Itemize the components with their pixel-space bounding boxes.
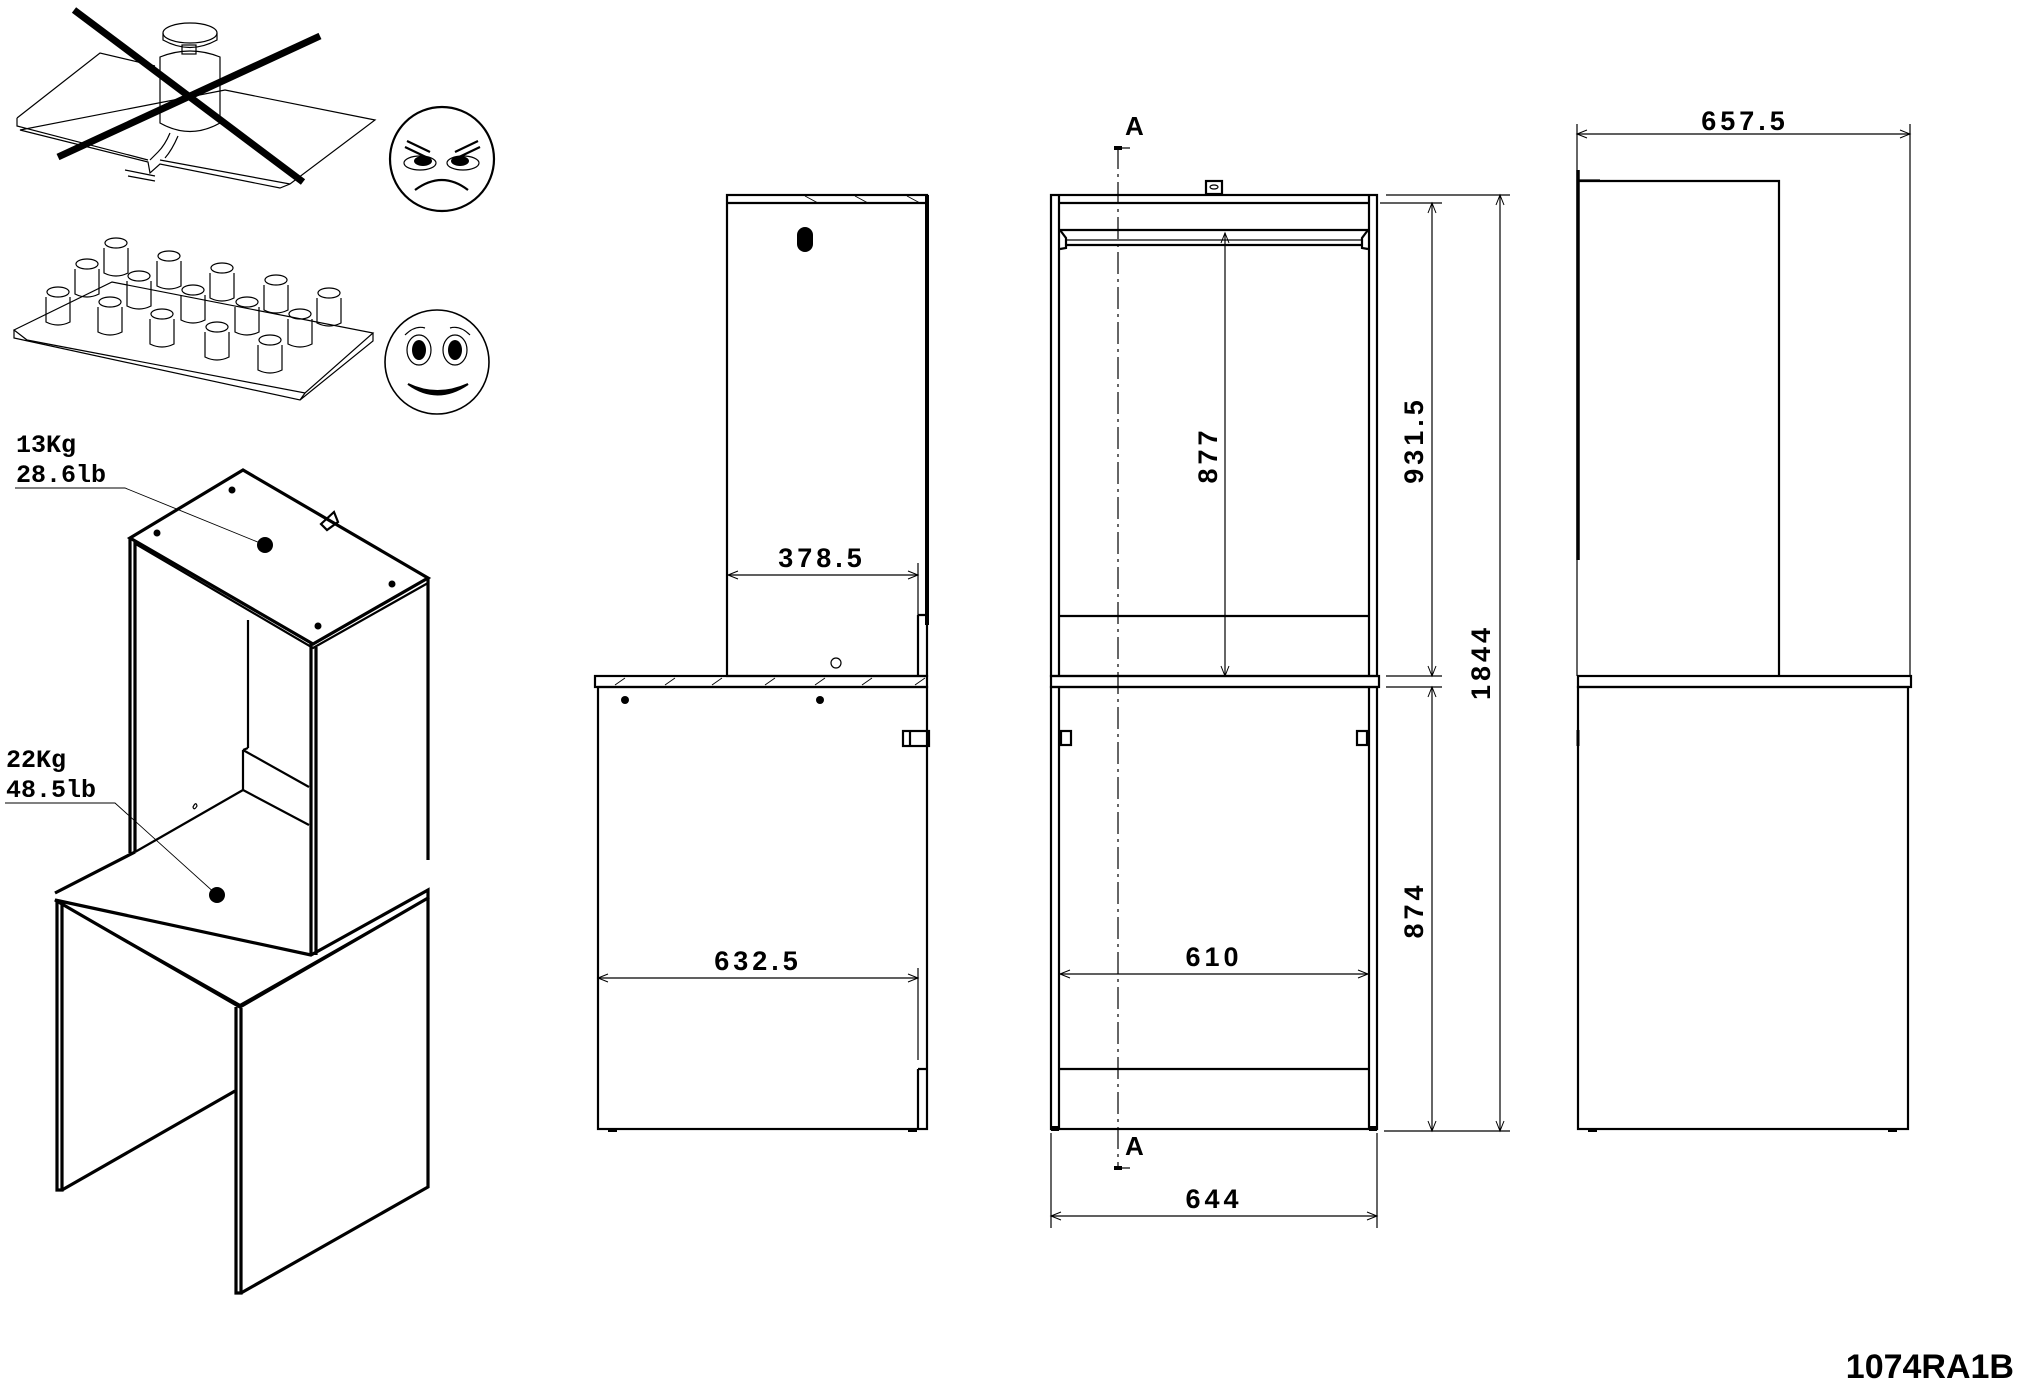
dim-inner-upper-height: 877	[1193, 426, 1223, 483]
dim-inner-width: 610	[1185, 942, 1242, 972]
drawing-code: 1074RA1B	[1846, 1348, 2014, 1384]
lower-load-lb: 48.5lb	[6, 776, 96, 805]
lower-load-label: 22Kg 48.5lb	[6, 746, 96, 805]
section-label-top: A	[1125, 111, 1144, 141]
side-view: 378.5 632.5	[593, 193, 931, 1132]
section-label-bottom: A	[1125, 1131, 1144, 1161]
upper-load-label: 13Kg 28.6lb	[16, 431, 106, 490]
isometric-view	[5, 468, 432, 1295]
happy-face-icon	[384, 309, 490, 415]
dim-lower-height: 874	[1399, 881, 1429, 938]
prohibited-x-icon	[56, 7, 322, 185]
dim-lower-depth: 632.5	[714, 946, 802, 976]
dim-outer-width: 644	[1185, 1184, 1242, 1214]
front-view: A A 877 610 644 931.5 874 1844	[1049, 111, 1510, 1228]
angry-face-icon	[388, 105, 496, 213]
top-bracket-icon	[1204, 179, 1224, 196]
weights-row-icon	[45, 237, 342, 374]
dim-upper-depth: 378.5	[778, 543, 866, 573]
bracket-icon	[901, 729, 931, 748]
upper-load-lb: 28.6lb	[16, 461, 106, 490]
bad-load-pictogram	[16, 7, 377, 189]
dim-upper-height: 931.5	[1399, 396, 1429, 484]
hanging-slot-icon	[797, 227, 813, 252]
right-view: 657.5	[1575, 106, 1913, 1132]
upper-load-kg: 13Kg	[16, 431, 76, 460]
dim-total-height: 1844	[1466, 624, 1496, 700]
dim-total-depth: 657.5	[1701, 106, 1789, 136]
lower-load-kg: 22Kg	[6, 746, 66, 775]
good-load-pictogram	[12, 237, 375, 401]
